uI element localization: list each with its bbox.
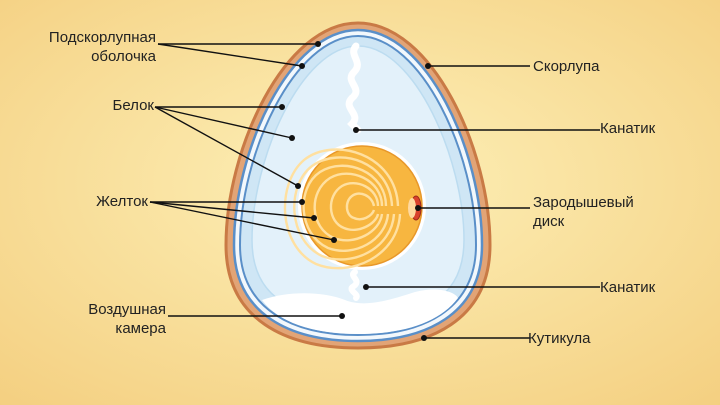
dot-chalaza-bottom xyxy=(363,284,369,290)
label-chalaza-bottom: Канатик xyxy=(600,278,655,297)
leader-inner-membrane-2 xyxy=(158,44,302,66)
dot-yolk-2 xyxy=(311,215,317,221)
dot-chalaza-top xyxy=(353,127,359,133)
label-cuticle: Кутикула xyxy=(528,329,590,348)
label-germinal-disc: Зародышевый диск xyxy=(533,193,634,231)
dot-yolk-3 xyxy=(331,237,337,243)
leader-albumen-3 xyxy=(155,107,298,186)
label-albumen: Белок xyxy=(80,96,154,115)
dot-inner-membrane-1 xyxy=(315,41,321,47)
label-chalaza-top: Канатик xyxy=(600,119,655,138)
label-shell: Скорлупа xyxy=(533,57,599,76)
label-air-cell: Воздушная камера xyxy=(60,300,166,338)
label-inner-membrane: Подскорлупная оболочка xyxy=(18,28,156,66)
dot-germinal-disc xyxy=(415,205,421,211)
leader-albumen-2 xyxy=(155,107,292,138)
dot-yolk-1 xyxy=(299,199,305,205)
dot-albumen-1 xyxy=(279,104,285,110)
dot-cuticle xyxy=(421,335,427,341)
dot-albumen-2 xyxy=(289,135,295,141)
dot-albumen-3 xyxy=(295,183,301,189)
dot-inner-membrane-2 xyxy=(299,63,305,69)
leader-yolk-3 xyxy=(150,202,334,240)
leader-yolk-2 xyxy=(150,202,314,218)
dot-shell xyxy=(425,63,431,69)
dot-air-cell xyxy=(339,313,345,319)
label-yolk: Желток xyxy=(70,192,148,211)
